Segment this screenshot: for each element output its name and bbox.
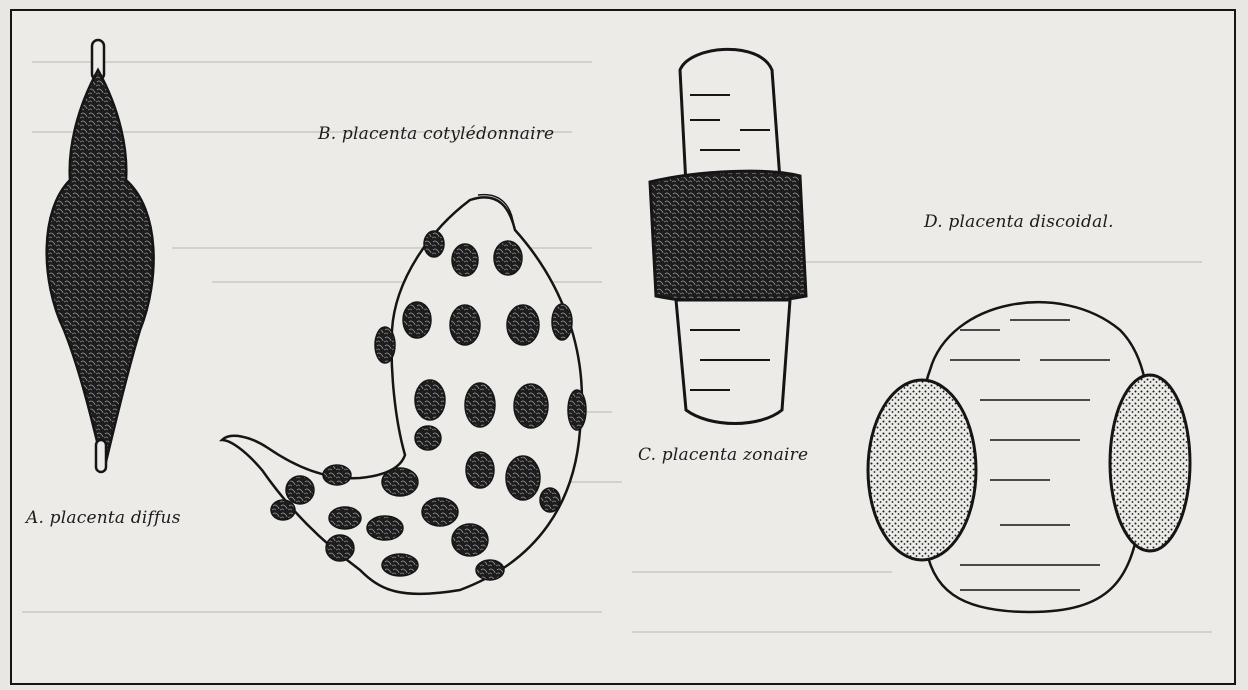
caption-diffuse-placenta: A. placenta diffus: [26, 508, 181, 528]
zonary-placenta-drawing: [650, 49, 806, 423]
discoidal-placenta-drawing: [868, 302, 1190, 612]
caption-cotyledonary-placenta: B. placenta cotylédonnaire: [318, 124, 554, 144]
caption-discoidal-placenta: D. placenta discoidal.: [924, 212, 1114, 232]
diffuse-placenta-drawing: [47, 40, 154, 472]
cotyledonary-placenta-drawing: [222, 195, 586, 594]
caption-zonary-placenta: C. placenta zonaire: [638, 445, 808, 465]
